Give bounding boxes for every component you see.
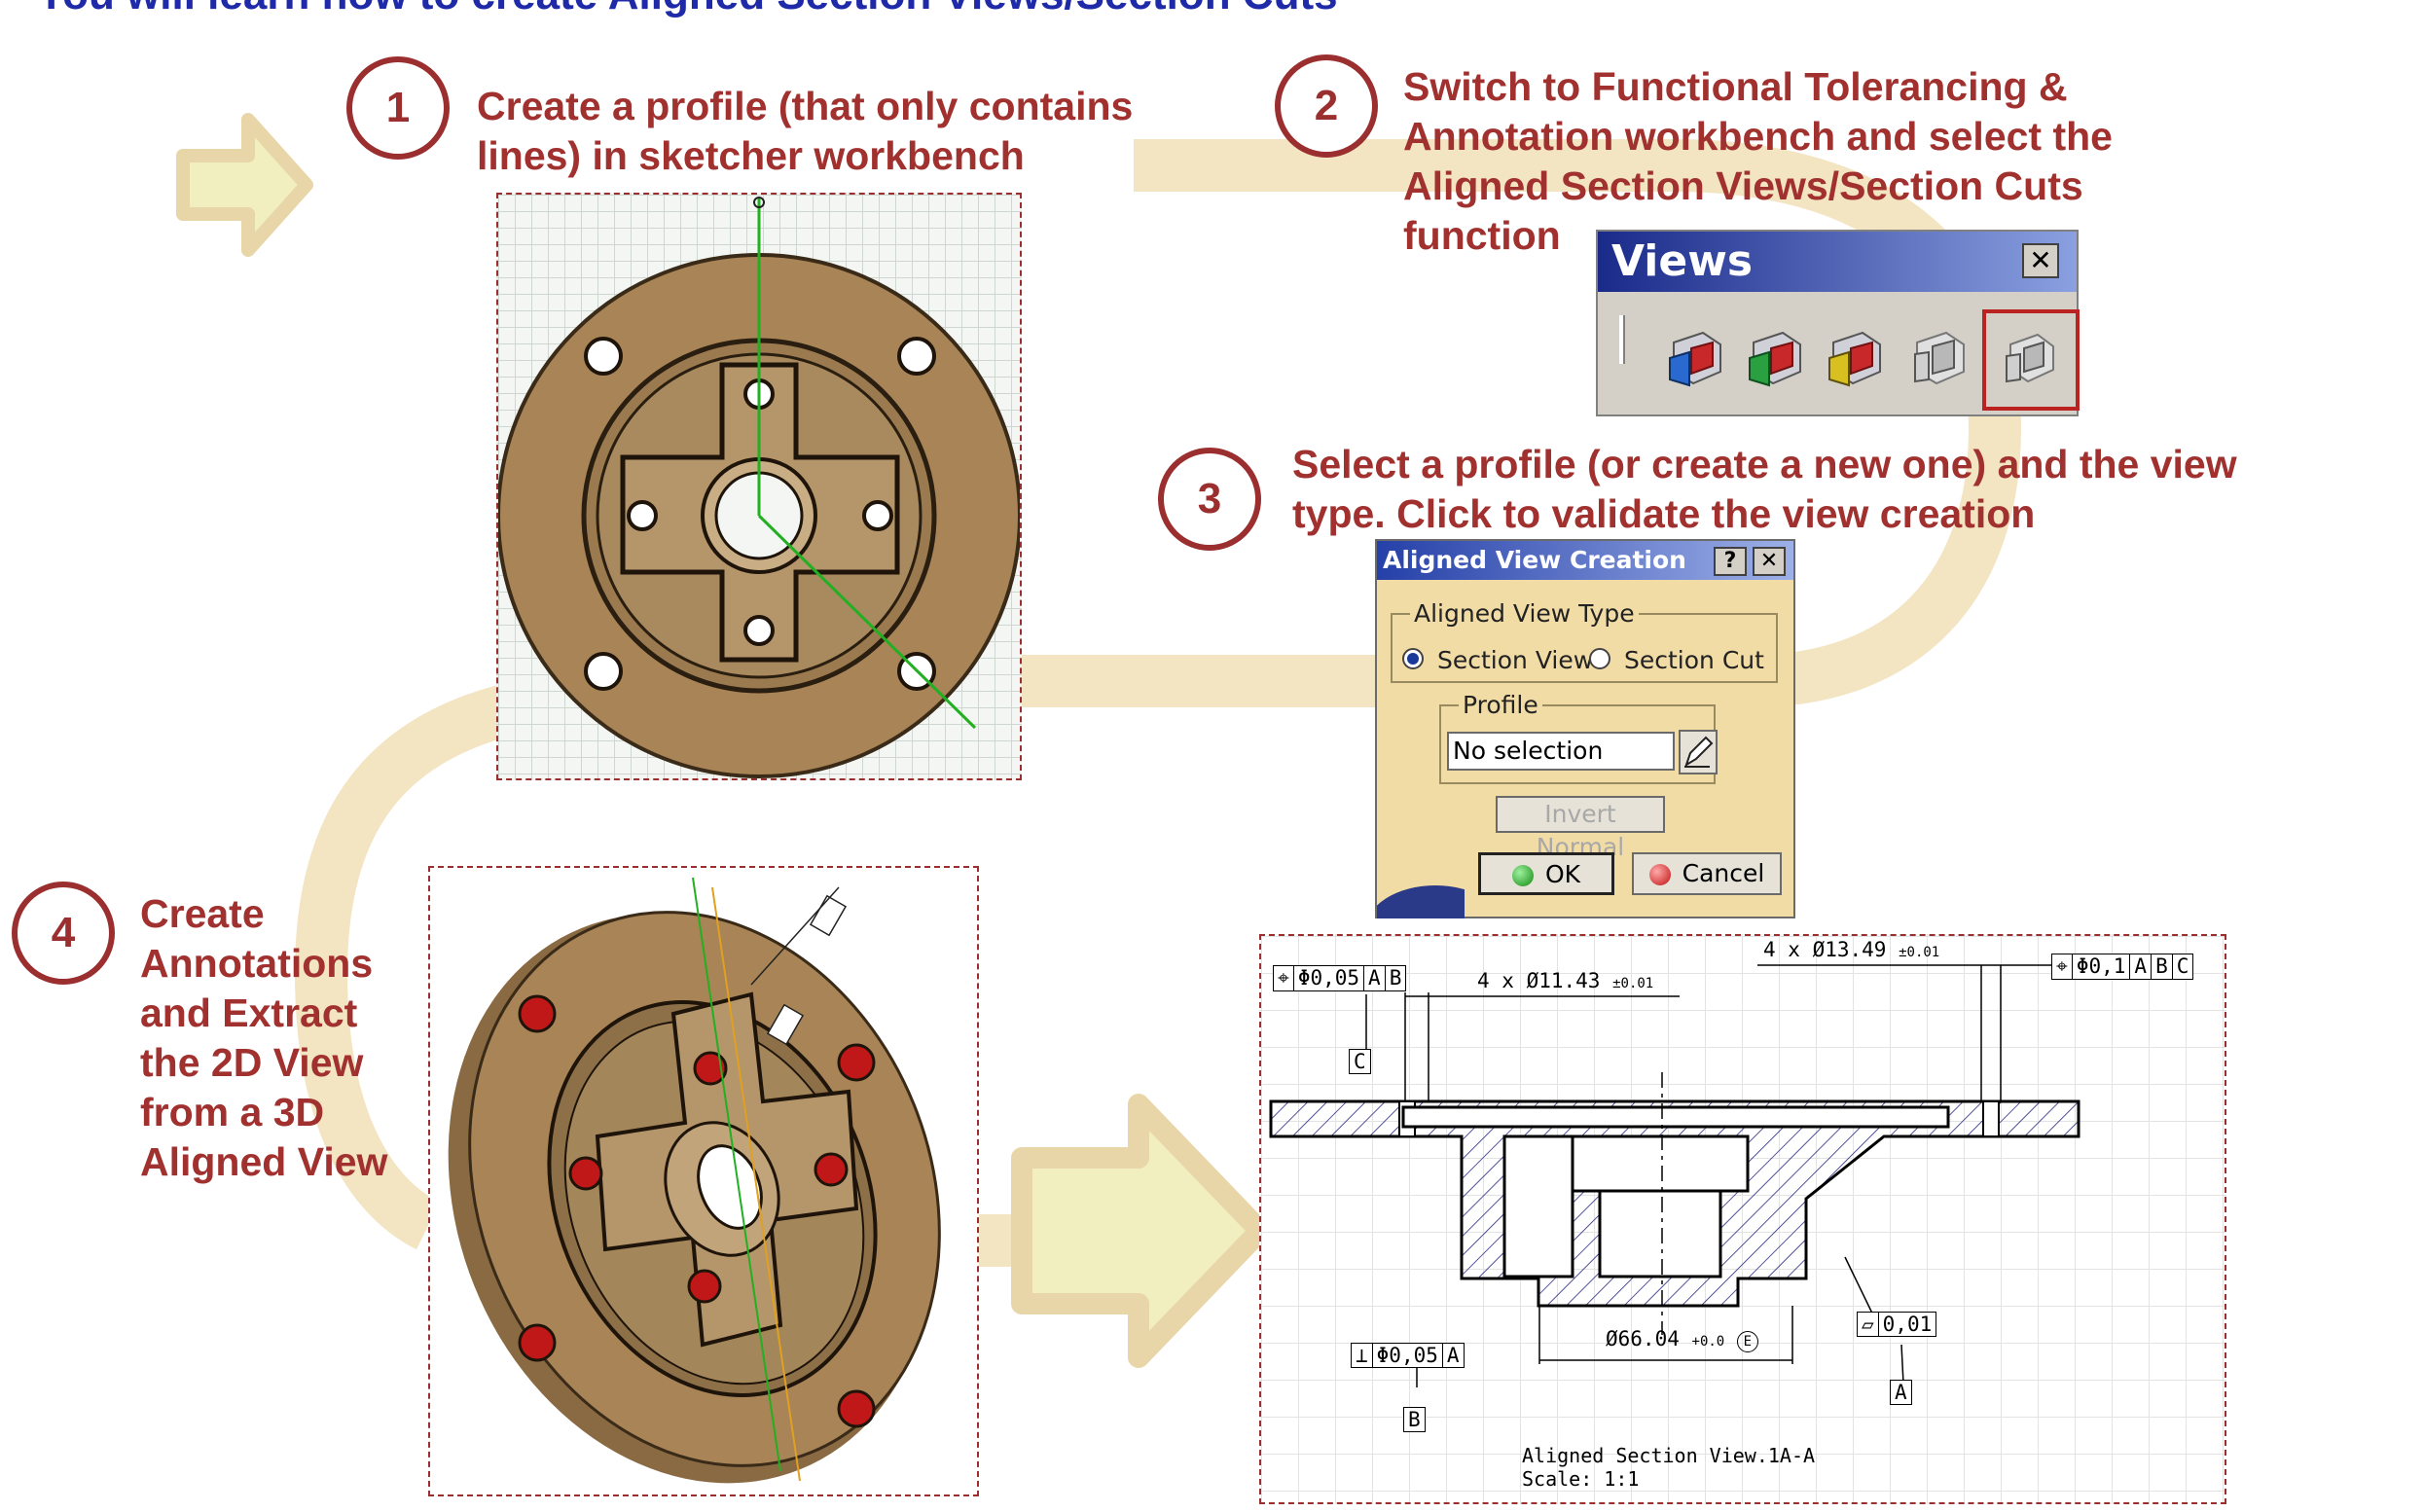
scale-label: Scale: 1:1: [1522, 1467, 1640, 1491]
flatness-tolerance: ▱ 0,01: [1857, 1312, 1937, 1337]
diameter-callout: Ø66.04 +0.0 E: [1606, 1327, 1758, 1352]
step-3-text: Select a profile (or create a new one) a…: [1292, 442, 2237, 536]
part-3d-view: [448, 877, 941, 1484]
isometric-view-panel[interactable]: [428, 866, 979, 1496]
hole-callout-large: 4 x Ø13.49 ±0.01: [1763, 938, 1940, 961]
help-button[interactable]: ?: [1714, 547, 1747, 576]
section-drawing-panel[interactable]: ⌖ Φ0,05 A B C 4 x Ø11.43 ±0.01 4 x Ø13.4…: [1259, 934, 2226, 1504]
close-icon[interactable]: ✕: [2022, 243, 2059, 278]
datum-a: A: [1890, 1380, 1912, 1405]
close-icon[interactable]: ✕: [1753, 547, 1786, 576]
section-cut-radio[interactable]: [1589, 648, 1610, 669]
globe-icon: [1377, 885, 1465, 918]
datum-c: C: [1349, 1049, 1371, 1074]
step-4-badge: 4: [12, 882, 115, 985]
view-name-label: Aligned Section View.1A-A: [1522, 1444, 1816, 1467]
aligned-view-green-icon[interactable]: [1744, 325, 1810, 391]
sketch-panel[interactable]: [496, 193, 1022, 780]
aligned-view-yellow-icon[interactable]: [1824, 325, 1890, 391]
profile-field[interactable]: No selection: [1447, 732, 1675, 771]
perpendicularity-tolerance: ⊥ Φ0,05 A: [1351, 1343, 1465, 1368]
arrow-icon: [1011, 1094, 1271, 1368]
step-2-text: Switch to Functional Tolerancing &Annota…: [1403, 64, 2113, 258]
profile-legend: Profile: [1459, 691, 1542, 719]
views-toolbar: Views ✕: [1596, 230, 2080, 416]
section-cut-label[interactable]: Section Cut: [1624, 646, 1764, 674]
view-type-legend: Aligned View Type: [1410, 599, 1639, 628]
cancel-icon: [1648, 864, 1671, 885]
step-3-badge: 3: [1158, 448, 1261, 551]
step-1-badge: 1: [346, 56, 450, 160]
pencil-icon: [1684, 736, 1714, 768]
step-2-badge: 2: [1275, 54, 1378, 158]
edit-profile-button[interactable]: [1679, 730, 1718, 774]
section-view-icon[interactable]: [1907, 325, 1973, 391]
section-view-label[interactable]: Section View: [1437, 646, 1594, 674]
section-cut-icon[interactable]: [1999, 325, 2065, 391]
aligned-view-blue-icon[interactable]: [1664, 325, 1730, 391]
ok-icon: [1511, 865, 1534, 886]
invert-normal-button[interactable]: Invert Normal: [1496, 796, 1665, 861]
cancel-button[interactable]: Cancel: [1632, 852, 1782, 895]
datum-b: B: [1403, 1407, 1426, 1432]
section-view-radio[interactable]: [1402, 648, 1424, 669]
ok-button[interactable]: OK: [1478, 852, 1614, 895]
position-tolerance-right: ⌖ Φ0,1 A B C: [2051, 954, 2194, 980]
arrow-icon: [176, 113, 313, 257]
page-title: You will learn how to create Aligned Sec…: [37, 0, 1338, 19]
aligned-view-creation-dialog: Aligned View Creation ? ✕ Aligned View T…: [1375, 539, 1795, 918]
section-view-drawing: [1269, 964, 2080, 1387]
toolbar-grip[interactable]: [1619, 315, 1625, 364]
hole-callout-small: 4 x Ø11.43 ±0.01: [1477, 969, 1654, 992]
views-toolbar-title: Views: [1598, 232, 2077, 292]
position-tolerance-top: ⌖ Φ0,05 A B: [1273, 965, 1407, 991]
selected-tool-highlight: [1982, 309, 2080, 411]
part-top-view: [498, 197, 1020, 778]
